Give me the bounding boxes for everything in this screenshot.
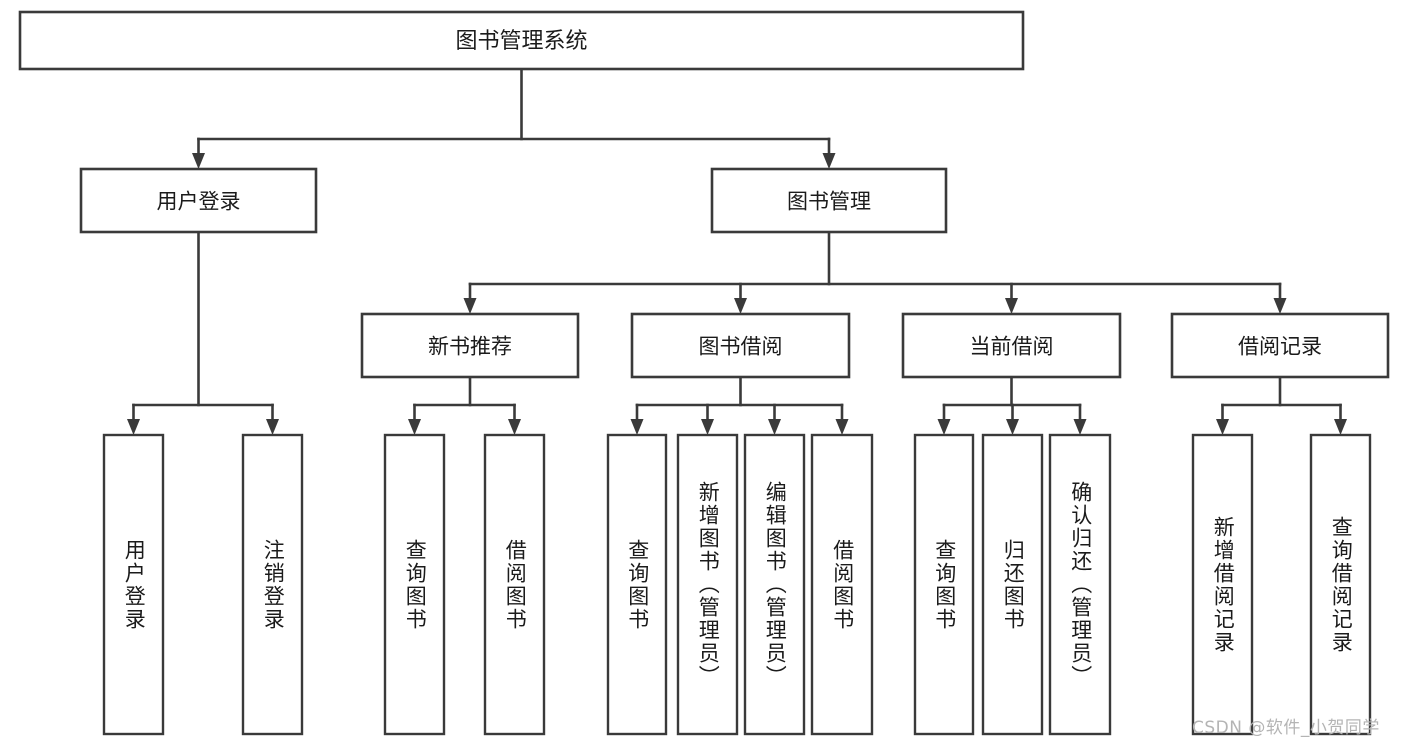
arrow-head-current-borrow: [1005, 298, 1018, 314]
node-label-book-borrow: 图书借阅: [699, 335, 783, 359]
node-box-leaf-add-borrow-record: [1191, 433, 1254, 736]
arrow-head-book-borrow: [734, 298, 747, 314]
node-leaf-user-login[interactable]: [102, 433, 165, 736]
node-box-leaf-query-borrow-record: [1309, 433, 1372, 736]
node-label-book-management: 图书管理: [787, 190, 871, 214]
node-label-current-borrow: 当前借阅: [970, 335, 1054, 359]
arrow-head-leaf-logout-login: [266, 419, 279, 435]
node-leaf-borrow-books[interactable]: [810, 433, 874, 736]
node-box-leaf-add-book-admin: [676, 433, 739, 736]
node-box-leaf-query-books-recommend: [383, 433, 446, 736]
arrow-head-leaf-query-borrow-record: [1334, 419, 1347, 435]
node-current-borrow[interactable]: 当前借阅: [901, 312, 1122, 379]
arrow-head-leaf-confirm-return-admin: [1073, 419, 1087, 435]
arrow-head-leaf-return-books: [1006, 419, 1019, 435]
node-box-book-management: [710, 167, 948, 234]
arrow-head-borrow-records: [1273, 298, 1287, 314]
node-label-user-login: 用户登录: [157, 190, 241, 214]
arrow-head-leaf-query-books-recommend: [408, 419, 421, 435]
node-box-leaf-edit-book-admin: [743, 433, 806, 736]
node-root[interactable]: 图书管理系统: [18, 10, 1025, 71]
node-leaf-borrow-books-recommend[interactable]: [483, 433, 546, 736]
node-box-user-login: [79, 167, 318, 234]
node-box-leaf-query-books-current: [913, 433, 975, 736]
node-leaf-add-book-admin[interactable]: [676, 433, 739, 736]
node-box-root: [18, 10, 1025, 71]
node-leaf-confirm-return-admin[interactable]: [1048, 433, 1112, 736]
node-label-root: 图书管理系统: [455, 29, 587, 54]
node-leaf-add-borrow-record[interactable]: [1191, 433, 1254, 736]
arrow-head-new-book-recommend: [463, 298, 477, 314]
node-leaf-logout-login[interactable]: [241, 433, 304, 736]
arrow-head-user-login: [192, 153, 205, 169]
node-leaf-query-books-borrow[interactable]: [606, 433, 668, 736]
node-book-borrow[interactable]: 图书借阅: [630, 312, 851, 379]
arrow-head-leaf-borrow-books-recommend: [508, 419, 521, 435]
watermark-text: CSDN @软件_小贺同学: [1192, 718, 1380, 738]
node-user-login[interactable]: 用户登录: [79, 167, 318, 234]
arrow-head-leaf-add-borrow-record: [1216, 419, 1229, 435]
node-box-leaf-user-login: [102, 433, 165, 736]
node-leaf-query-books-current[interactable]: [913, 433, 975, 736]
node-borrow-records[interactable]: 借阅记录: [1170, 312, 1390, 379]
node-book-management[interactable]: 图书管理: [710, 167, 948, 234]
node-leaf-return-books[interactable]: [981, 433, 1044, 736]
arrow-head-book-management: [822, 153, 836, 169]
node-box-leaf-confirm-return-admin: [1048, 433, 1112, 736]
node-new-book-recommend[interactable]: 新书推荐: [360, 312, 580, 379]
node-leaf-query-borrow-record[interactable]: [1309, 433, 1372, 736]
node-box-new-book-recommend: [360, 312, 580, 379]
node-box-leaf-return-books: [981, 433, 1044, 736]
arrow-head-leaf-borrow-books: [835, 419, 849, 435]
node-label-new-book-recommend: 新书推荐: [428, 335, 512, 359]
node-leaf-edit-book-admin[interactable]: [743, 433, 806, 736]
arrow-head-leaf-edit-book-admin: [768, 419, 781, 435]
node-box-leaf-query-books-borrow: [606, 433, 668, 736]
node-leaf-query-books-recommend[interactable]: [383, 433, 446, 736]
arrow-head-leaf-query-books-borrow: [630, 419, 644, 435]
node-box-leaf-borrow-books-recommend: [483, 433, 546, 736]
node-box-leaf-logout-login: [241, 433, 304, 736]
arrow-head-leaf-user-login: [127, 419, 140, 435]
node-box-book-borrow: [630, 312, 851, 379]
arrow-head-leaf-add-book-admin: [701, 419, 714, 435]
node-box-borrow-records: [1170, 312, 1390, 379]
connector-layer: [127, 67, 1347, 435]
arrow-head-leaf-query-books-current: [937, 419, 951, 435]
node-box-current-borrow: [901, 312, 1122, 379]
node-label-borrow-records: 借阅记录: [1238, 335, 1322, 359]
node-box-leaf-borrow-books: [810, 433, 874, 736]
